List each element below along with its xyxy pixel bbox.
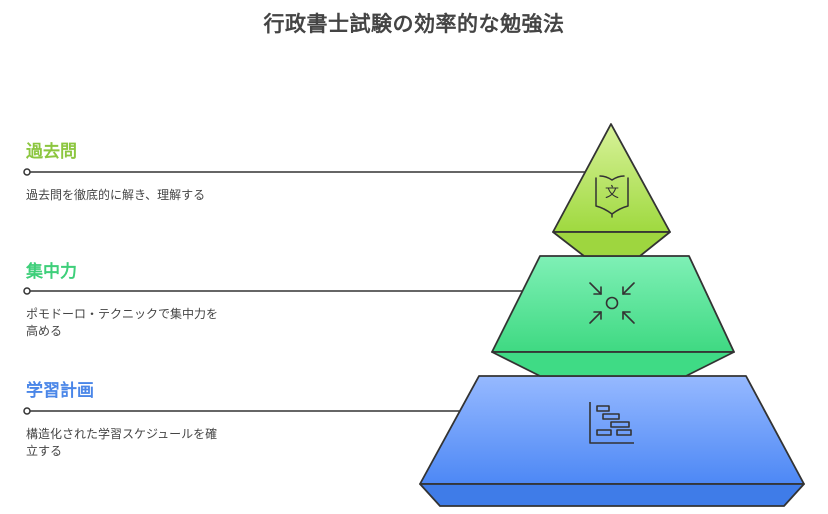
pyramid-tier-3 <box>419 375 805 507</box>
connector-line-3 <box>23 407 460 415</box>
level-1-description: 過去問を徹底的に解き、理解する <box>26 188 206 202</box>
level-2-description-line: ポモドーロ・テクニックで集中力を <box>26 307 219 321</box>
level-2-description: ポモドーロ・テクニックで集中力を 高める <box>26 306 276 340</box>
connector-line-1 <box>23 168 592 176</box>
level-3-description: 構造化された学習スケジュールを確 立する <box>26 426 276 460</box>
translate-book-icon: 文 <box>595 175 629 218</box>
level-3-description-line: 立する <box>26 444 63 458</box>
level-3-heading: 学習計画 <box>26 381 94 401</box>
level-2-heading: 集中力 <box>26 262 77 282</box>
level-3-description-line: 構造化された学習スケジュールを確 <box>26 427 218 441</box>
pyramid-tier-1 <box>552 123 671 257</box>
connector-line-2 <box>23 287 523 295</box>
diagram-title: 行政書士試験の効率的な勉強法 <box>263 12 565 36</box>
pyramid-tier-2 <box>491 255 735 377</box>
focus-arrows-icon <box>589 282 635 324</box>
level-1-heading: 過去問 <box>26 142 77 162</box>
gantt-chart-icon <box>589 402 634 444</box>
level-2-description-line: 高める <box>26 324 63 338</box>
svg-text:文: 文 <box>605 185 619 201</box>
